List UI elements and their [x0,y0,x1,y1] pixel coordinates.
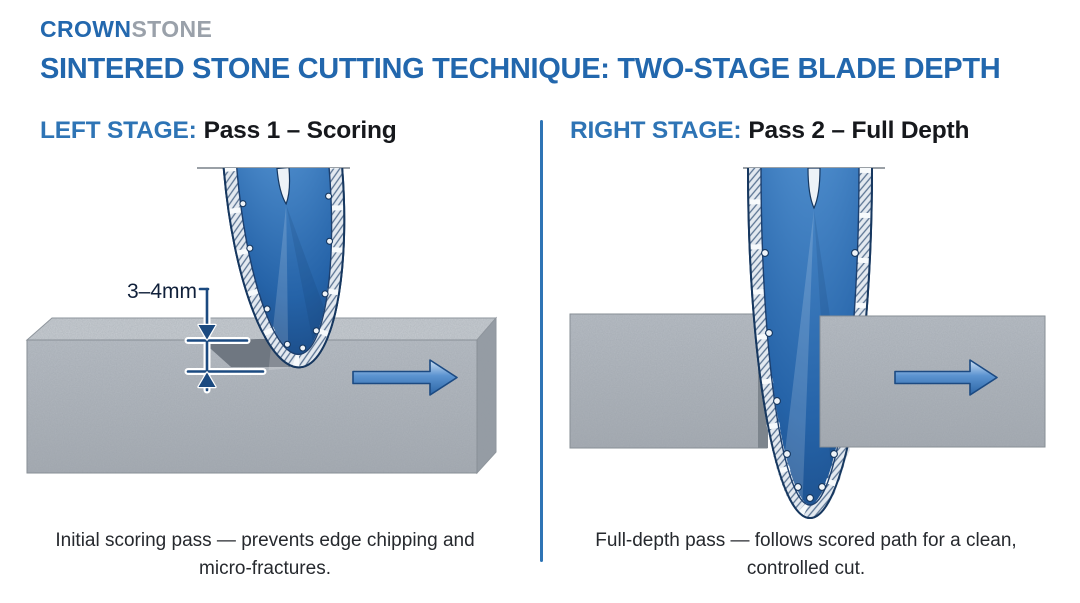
page-title: SINTERED STONE CUTTING TECHNIQUE: TWO-ST… [40,53,1001,85]
left-stage-heading: LEFT STAGE:Pass 1 – Scoring [40,117,397,145]
stone-slab [25,316,498,475]
saw-blade [220,168,346,371]
rim-segments [222,168,344,367]
depth-label: 3–4mm [127,280,197,303]
left-stage-label: LEFT STAGE: [40,117,197,144]
gullet-holes [239,192,334,352]
left-pass-title: Pass 1 – Scoring [203,117,397,144]
arbor-slot [276,168,291,206]
brand-logo-stone: STONE [131,16,213,42]
cut-direction-arrow-icon [352,359,458,396]
right-stage-heading: RIGHT STAGE:Pass 2 – Full Depth [570,117,969,145]
right-stage-label: RIGHT STAGE: [570,117,742,144]
right-pass-title: Pass 2 – Full Depth [748,117,970,144]
right-caption: Full-depth pass — follows scored path fo… [595,530,1017,579]
brand-logo-crown: CROWN [40,16,132,42]
brand-logo: CROWNSTONE [40,16,212,43]
full-depth-pass-illustration [569,167,1046,519]
panel-divider [540,120,543,562]
stone-slab-left-piece [569,313,768,449]
depth-annotation: 3–4mm [127,280,267,394]
left-caption: Initial scoring pass — prevents edge chi… [55,530,475,579]
cut-direction-arrow-icon [894,359,998,396]
arbor-slot [807,168,821,210]
scoring-pass-illustration: 3–4mm [25,167,498,475]
rim-segments [748,168,872,518]
